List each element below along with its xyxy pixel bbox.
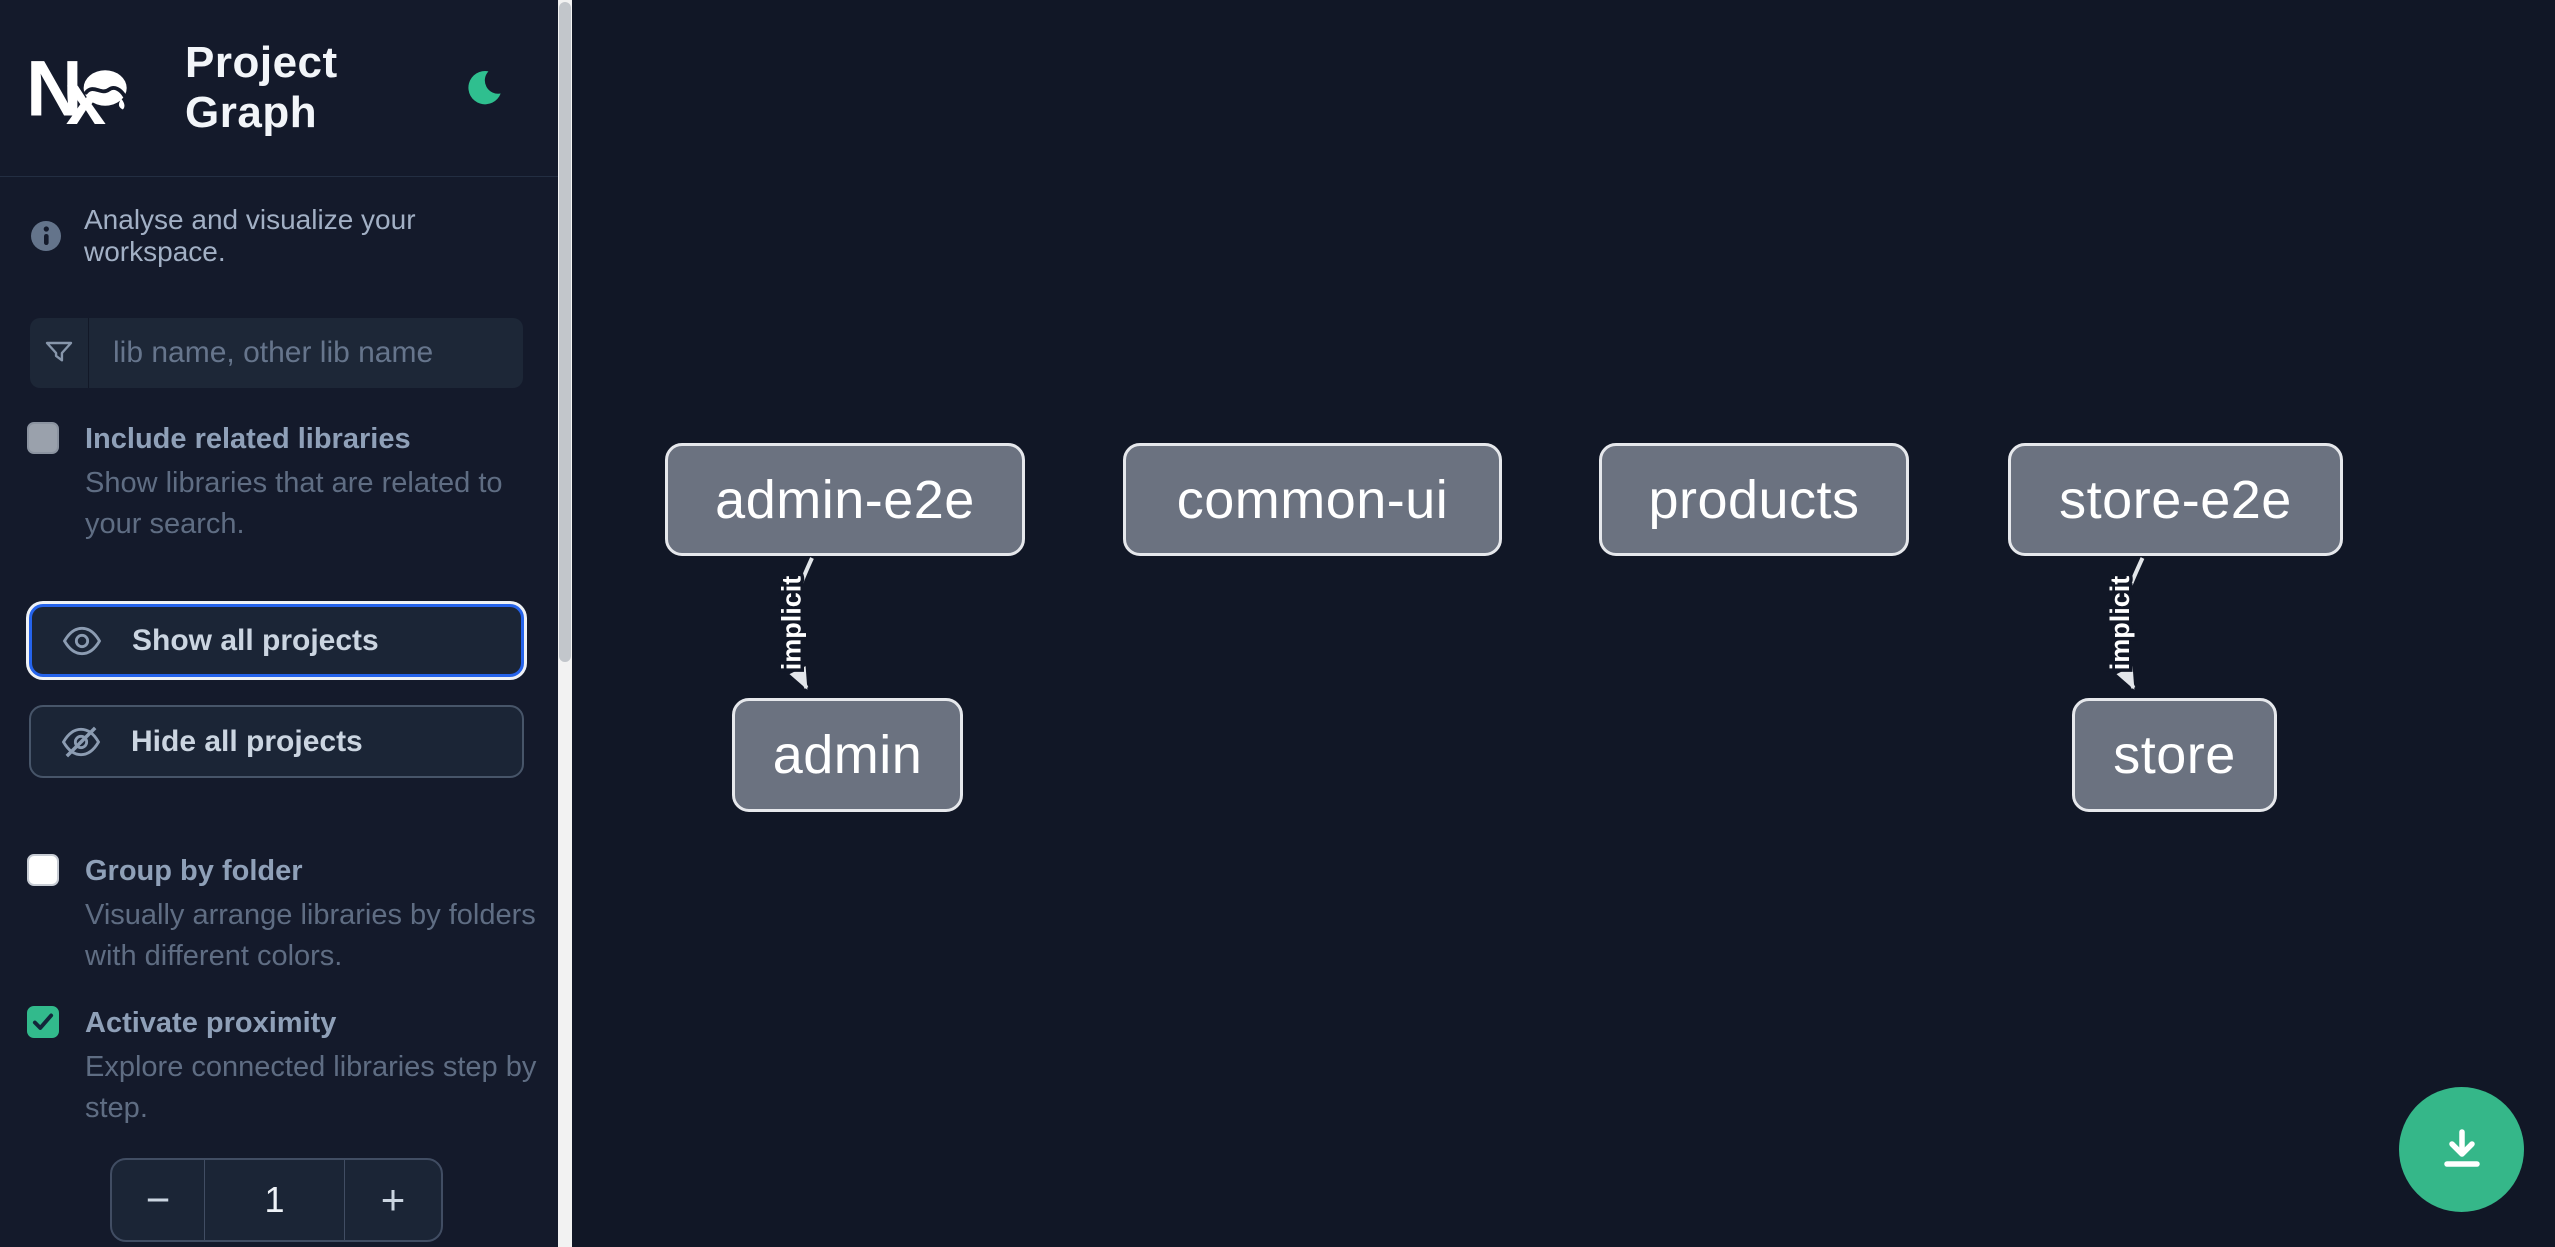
activate-proximity-checkbox[interactable] — [27, 1006, 59, 1038]
proximity-increment-button[interactable]: + — [344, 1160, 441, 1240]
option-activate-proximity: Activate proximity Explore connected lib… — [27, 1004, 545, 1129]
graph-node-admin[interactable]: admin — [732, 698, 963, 812]
search-input[interactable] — [89, 318, 523, 388]
graph-node-store[interactable]: store — [2072, 698, 2277, 812]
graph-node-products[interactable]: products — [1599, 443, 1909, 556]
intro-row: Analyse and visualize your workspace. — [30, 204, 558, 268]
group-by-folder-checkbox[interactable] — [27, 854, 59, 886]
show-all-projects-label: Show all projects — [132, 623, 379, 657]
hide-all-projects-label: Hide all projects — [131, 724, 363, 758]
hide-all-projects-button[interactable]: Hide all projects — [29, 705, 524, 778]
sidebar-scrollbar-thumb[interactable] — [559, 2, 571, 662]
intro-text: Analyse and visualize your workspace. — [84, 204, 416, 267]
edge-admin-e2e-to-admin — [788, 557, 814, 690]
search-box — [30, 318, 523, 388]
download-image-button[interactable] — [2399, 1087, 2524, 1212]
edge-label-admin-e2e-to-admin: implicit — [776, 576, 806, 671]
option-include-related-libraries: Include related libraries Show libraries… — [27, 420, 545, 545]
include-related-description: Show libraries that are related to your … — [85, 467, 503, 540]
download-icon — [2443, 1128, 2480, 1167]
sidebar-header: N x Project Graph — [0, 0, 558, 177]
graph-edges: implicit implicit — [773, 557, 2145, 690]
theme-toggle-button[interactable] — [464, 68, 504, 108]
activate-proximity-label[interactable]: Activate proximity — [85, 1007, 337, 1039]
graph-canvas[interactable]: implicit implicit admin-e2e common-ui produ… — [572, 0, 2555, 1247]
graph-node-common-ui[interactable]: common-ui — [1123, 443, 1502, 556]
page-title: Project Graph — [185, 38, 338, 137]
check-icon — [32, 1013, 54, 1030]
graph-node-store-e2e[interactable]: store-e2e — [2008, 443, 2343, 556]
edge-store-e2e-to-store — [2116, 557, 2145, 690]
moon-icon — [468, 70, 501, 105]
proximity-depth-stepper: − 1 + — [110, 1158, 443, 1242]
nx-logo-icon: N x — [29, 49, 127, 127]
graph-node-admin-e2e[interactable]: admin-e2e — [665, 443, 1025, 556]
svg-text:N: N — [29, 49, 83, 127]
show-all-projects-button[interactable]: Show all projects — [29, 604, 524, 677]
eye-off-icon — [61, 726, 101, 757]
option-group-by-folder: Group by folder Visually arrange librari… — [27, 852, 545, 977]
include-related-label[interactable]: Include related libraries — [85, 423, 411, 455]
activate-proximity-description: Explore connected libraries step by step… — [85, 1051, 537, 1124]
include-related-checkbox[interactable] — [27, 422, 59, 454]
edge-label-store-e2e-to-store: implicit — [2105, 576, 2135, 671]
filter-funnel-icon — [30, 318, 89, 388]
group-by-folder-label[interactable]: Group by folder — [85, 855, 303, 887]
sidebar-scrollbar-track[interactable] — [558, 0, 572, 1247]
sidebar: N x Project Graph Analyse and visualize … — [0, 0, 558, 1247]
eye-icon — [62, 626, 102, 655]
proximity-depth-value: 1 — [264, 1179, 285, 1220]
info-icon — [31, 221, 61, 251]
group-by-folder-description: Visually arrange libraries by folders wi… — [85, 899, 536, 972]
proximity-decrement-button[interactable]: − — [112, 1160, 205, 1240]
